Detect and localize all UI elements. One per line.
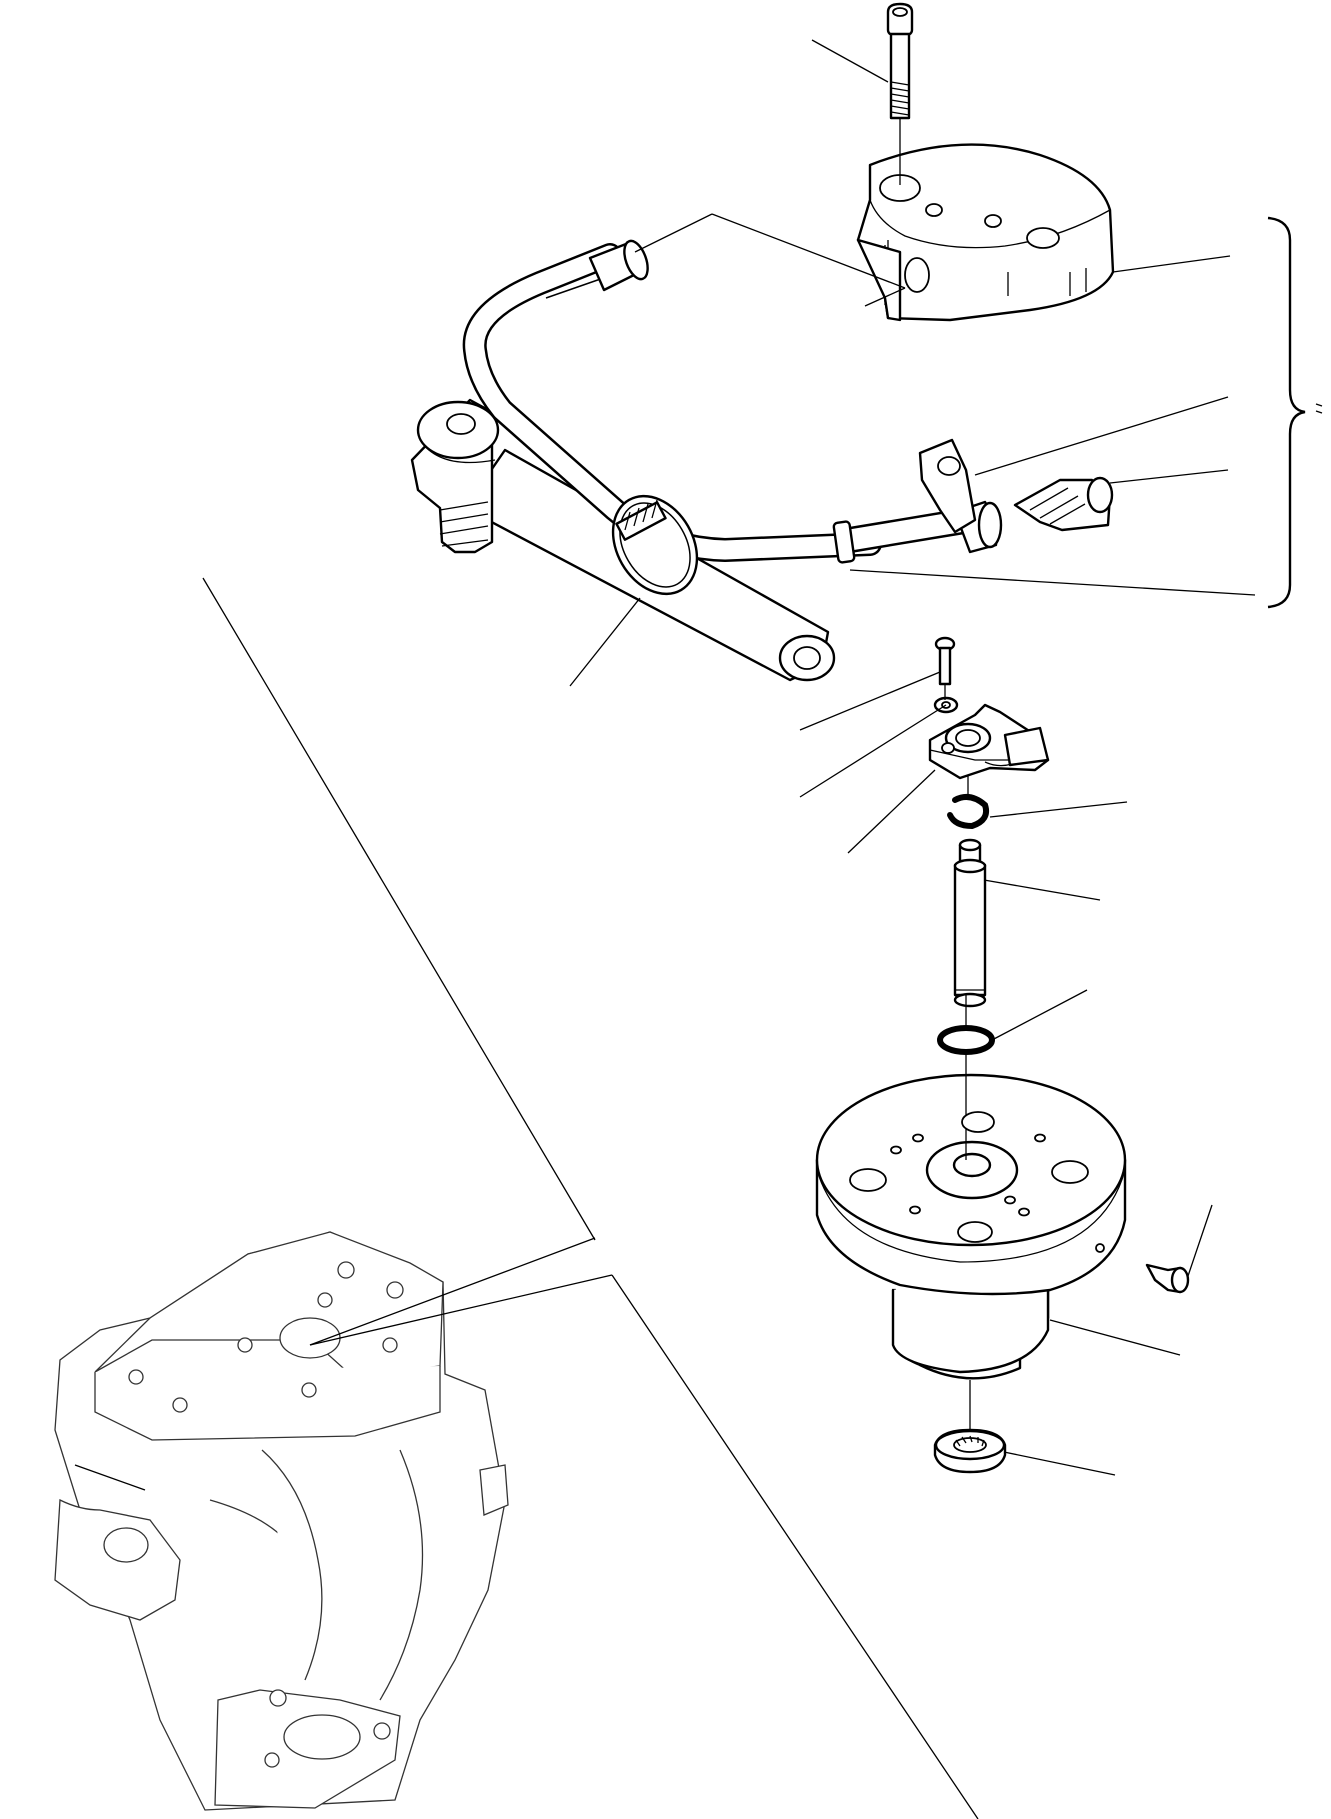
sensor-housing — [856, 143, 1115, 322]
grease-nipple — [1095, 1243, 1190, 1294]
cable-connector — [1013, 476, 1114, 532]
steering-knuckle — [54, 1231, 509, 1811]
o-ring — [937, 1025, 995, 1055]
snap-ring — [947, 793, 990, 830]
callout-leader-lines — [569, 39, 1256, 1476]
sensor-bracket — [928, 703, 1050, 780]
screw — [934, 636, 956, 686]
bolt — [886, 2, 914, 120]
assembly-bracket-brace — [1267, 216, 1323, 609]
sensor-base-flange — [815, 1050, 1127, 1380]
assembly-axis-lines — [634, 118, 971, 1430]
knuckle-pointer-lines — [309, 1237, 613, 1346]
drive-shaft — [953, 838, 987, 1008]
cable-clamp — [611, 494, 699, 596]
mounting-bracket-tab — [918, 438, 977, 534]
section-lines — [202, 577, 979, 1819]
splined-bushing — [933, 1428, 1007, 1474]
